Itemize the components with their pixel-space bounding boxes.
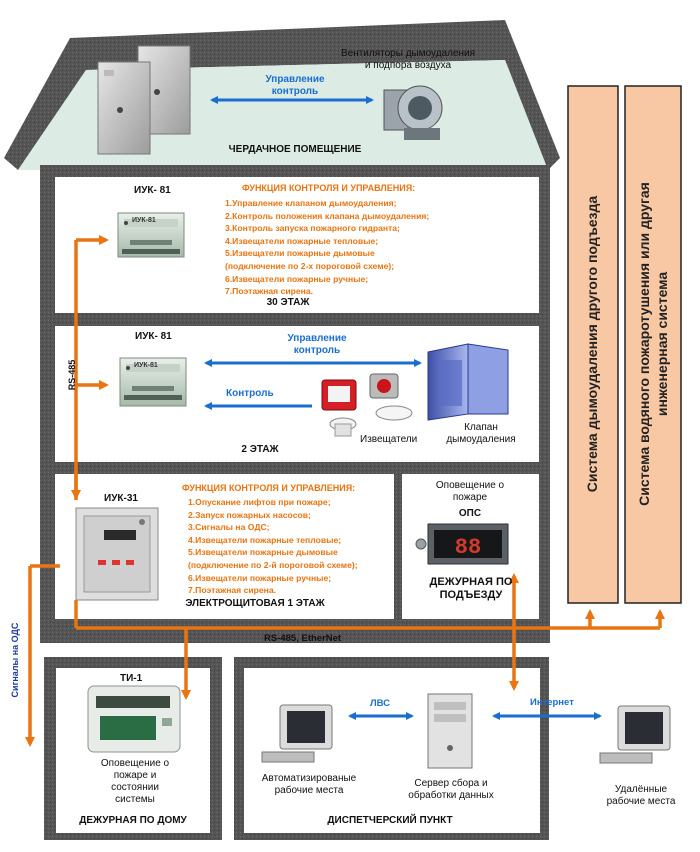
house-duty-caption: Оповещение о пожаре и состоянии системы [100,758,170,805]
side-panel-2-label: Система водяного пожаротушения или друга… [636,182,670,506]
rs485-ethernet-label: RS-485, EtherNet [264,633,342,644]
ods-signals-label: Сигналы на ОДС [10,622,20,698]
detectors-label: Извещатели [360,434,418,445]
dispatch-label: ДИСПЕТЧЕРСКИЙ ПУНКТ [327,815,453,826]
func-item: 7.Поэтажная сирена. [188,585,277,596]
floor1-func-title: ФУНКЦИЯ КОНТРОЛЯ И УПРАВЛЕНИЯ: [182,483,356,493]
floor30-func-list: 1.Управление клапаном дымоудаления; 2.Кон… [225,197,429,298]
func-item: 5.Извещатели пожарные дымовые [188,547,338,558]
workstation-computer-icon [261,704,333,763]
attic-label: ЧЕРДАЧНОЕ ПОМЕЩЕНИЕ [228,144,362,155]
detectors-icon [321,373,413,437]
func-item: 7.Поэтажная сирена. [225,286,314,297]
floor30-func-title: ФУНКЦИЯ КОНТРОЛЯ И УПРАВЛЕНИЯ: [242,183,416,193]
func-item: 4.Извещатели пожарные тепловые; [225,235,379,246]
func-item: 2.Контроль положения клапана дымоудалени… [225,210,430,221]
bus-lines [25,235,665,747]
floor2-control-label: Контроль [226,388,274,399]
floor30-label: 30 ЭТАЖ [266,297,310,308]
ops-label: ОПС [458,508,482,519]
side-panel-water-fire [624,85,682,604]
floor1-func-list: 1.Опускание лифтов при пожаре; 2.Запуск п… [188,496,358,597]
fans-label: Вентиляторы дымоудаления и подпора возду… [340,48,476,71]
iuk81-device-30 [117,212,185,258]
func-item: 6.Извещатели пожарные ручные; [225,273,369,284]
ops-display-device: 88 [415,523,509,565]
attic-link-label: Управление контроль [265,74,325,97]
house-duty-label: ДЕЖУРНАЯ ПО ДОМУ [79,815,187,826]
floor1-label: ЭЛЕКТРОЩИТОВАЯ 1 ЭТАЖ [185,598,325,609]
iuk81-device-2 [119,357,187,407]
func-item: 3.Сигналы на ОДС; [188,522,270,533]
smoke-valve-icon [427,343,509,421]
workstations-label: Автоматизированые рабочие места [261,773,357,796]
ti1-label: ТИ-1 [120,673,143,684]
ti1-device [87,685,181,753]
lan-label: ЛВС [370,698,391,709]
func-item: 4.Извещатели пожарные тепловые; [188,534,342,545]
floor30-device-label: ИУК- 81 [134,185,171,196]
func-item: 5.Извещатели пожарные дымовые [225,248,375,259]
valve-label: Клапан дымоудаления [446,422,516,445]
server-label: Сервер сбора и обработки данных [408,778,494,801]
alarm-title: Оповещение о пожаре [435,480,505,503]
func-item: 6.Извещатели пожарные ручные; [188,572,332,583]
floor2-device-screen: ИУК-81 [134,362,158,369]
func-item: 1.Опускание лифтов при пожаре; [188,497,331,507]
fan-icon [383,85,443,140]
server-icon [427,693,473,769]
remote-label: Удалённые рабочие места [606,784,676,807]
floor1-device-label: ИУК-31 [104,493,138,504]
side-panel-smoke-other [567,85,619,604]
ops-display-digits: 88 [455,535,481,560]
dispatch-room [244,668,540,833]
rs485-label: RS-485 [67,359,77,391]
func-item: 2.Запуск пожарных насосов; [188,509,311,520]
duty-entrance-label: ДЕЖУРНАЯ ПО ПОДЪЕЗДУ [429,576,513,602]
func-item: (подключение по 2-й пороговой схеме); [188,559,358,570]
floor2-control-link-label: Управление контроль [287,333,347,356]
func-item: 1.Управление клапаном дымоудаления; [225,198,397,208]
side-panel-1-label: Система дымоудаления другого подъезда [584,195,600,493]
internet-label: Интернет [530,697,574,708]
iuk31-device [75,507,159,601]
floor2-device-label: ИУК- 81 [135,331,172,342]
func-item: (подключение по 2-х пороговой схеме); [225,260,395,271]
floor2-label: 2 ЭТАЖ [241,444,279,455]
floor30-device-screen: ИУК-81 [132,217,156,224]
func-item: 3.Контроль запуска пожарного гидранта; [225,223,400,234]
control-cabinets [97,45,191,155]
remote-computer-icon [599,705,671,764]
